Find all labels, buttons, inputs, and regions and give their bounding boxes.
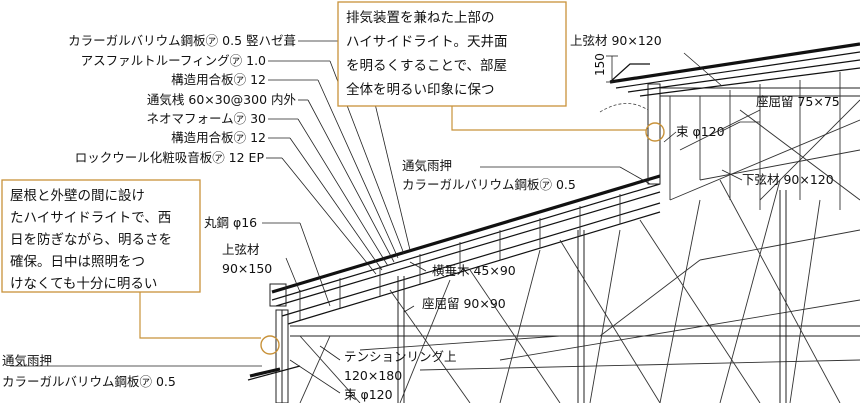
label-dim-150: 150 <box>593 53 607 76</box>
note-left-line-5: けなくても十分に明るい <box>10 276 157 292</box>
left-label-4: 通気桟 60×30@300 内外 <box>147 92 297 107</box>
note-box-left <box>1 179 201 293</box>
note-left-line-3: 日を防ぎながら、明るさを <box>10 232 172 248</box>
note-left-line-4: 確保。日中は照明をつ <box>10 254 145 270</box>
label-round-steel: 丸鋼 φ16 <box>204 215 257 230</box>
label-upper-chord-top: 上弦材 90×120 <box>570 33 662 48</box>
left-label-6: 構造用合板㋐ 12 <box>171 130 266 145</box>
truss-structure <box>247 42 860 403</box>
label-vent-lower-2: カラーガルバリウム鋼板㋐ 0.5 <box>2 374 176 389</box>
note-left-line-1: 屋根と外壁の間に設け <box>10 188 145 204</box>
left-label-1: カラーガルバリウム鋼板㋐ 0.5 竪ハゼ葺 <box>68 33 296 48</box>
label-zakutsu-90: 座屈留 90×90 <box>422 296 506 311</box>
note-box-top <box>337 1 567 107</box>
left-label-5: ネオマフォーム㋐ 30 <box>146 111 266 126</box>
label-tension-ring-1: テンションリング上 <box>344 349 457 364</box>
label-tsuka-top: 束 φ120 <box>676 124 725 139</box>
label-vent-upper-1: 通気雨押 <box>402 158 452 173</box>
left-label-2: アスファルトルーフィング㋐ 1.0 <box>81 53 266 68</box>
left-label-3: 構造用合板㋐ 12 <box>171 72 266 87</box>
left-label-7: ロックウール化粧吸音板㋐ 12 EP <box>75 150 265 165</box>
label-yoko-taruki: 横垂木 45×90 <box>432 263 516 278</box>
note-top-line-3: を明るくすることで、部屋 <box>346 58 507 74</box>
label-tension-ring-2: 120×180 <box>344 368 402 383</box>
note-top-line-4: 全体を明るい印象に保つ <box>346 81 495 98</box>
note-top-line-2: ハイサイドライト。天井面 <box>346 34 507 50</box>
note-left-line-2: たハイサイドライトで、西 <box>10 210 171 226</box>
label-lower-chord: 下弦材 90×120 <box>742 172 834 187</box>
label-upper-chord-left-2: 90×150 <box>222 261 272 276</box>
label-zakutsu-75: 座屈留 75×75 <box>756 94 840 109</box>
label-upper-chord-left-1: 上弦材 <box>222 242 260 257</box>
label-vent-lower-1: 通気雨押 <box>2 353 52 368</box>
label-vent-upper-2: カラーガルバリウム鋼板㋐ 0.5 <box>402 177 576 192</box>
note-top-line-1: 排気装置を兼ねた上部の <box>346 10 495 26</box>
label-tsuka-bottom: 束 φ120 <box>344 387 393 402</box>
